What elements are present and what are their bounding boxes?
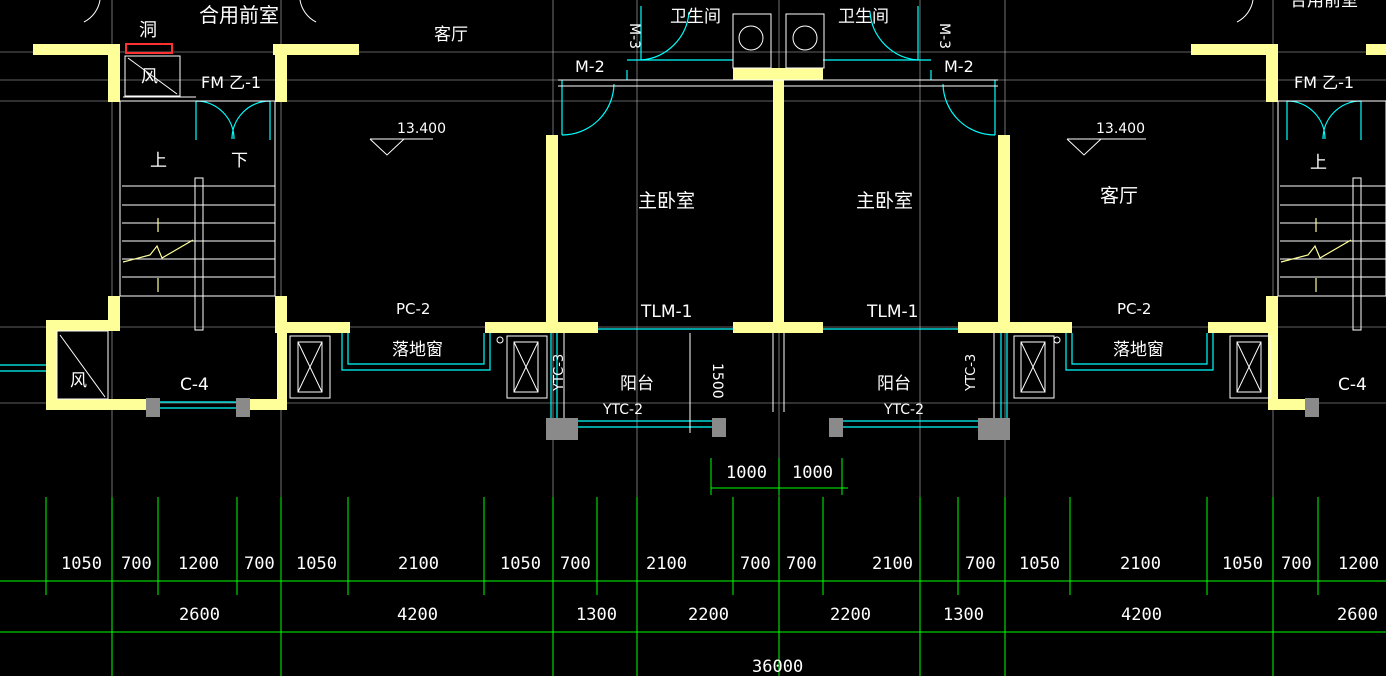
dim-row2-2: 1300 xyxy=(576,605,617,625)
dim-row1-17: 1200 xyxy=(1338,554,1379,574)
label-bathroom-left: 卫生间 xyxy=(670,7,721,27)
dim-total: 36000 xyxy=(752,657,803,676)
hole-marker xyxy=(125,43,173,54)
label-stair-up-left: 上 xyxy=(150,151,167,171)
dim-balcony-1: 1000 xyxy=(726,463,767,483)
dim-row1-9: 700 xyxy=(740,554,771,574)
label-bathroom-right: 卫生间 xyxy=(838,7,889,27)
label-ytc3-left: YTC-3 xyxy=(552,354,567,392)
dim-row1-11: 2100 xyxy=(872,554,913,574)
label-floor-window-right: 落地窗 xyxy=(1113,340,1164,360)
label-balcony-right: 阳台 xyxy=(877,374,911,394)
dim-row1-6: 1050 xyxy=(500,554,541,574)
label-anteroom: 合用前室 xyxy=(199,3,279,27)
interior-lines xyxy=(56,0,1386,433)
label-tlm1-left: TLM-1 xyxy=(640,302,692,322)
label-m3-left: M-3 xyxy=(626,23,642,49)
dim-row1-16: 700 xyxy=(1281,554,1312,574)
label-wind-bottom: 风 xyxy=(70,371,87,391)
dim-row1-8: 2100 xyxy=(646,554,687,574)
dim-row1-7: 700 xyxy=(560,554,591,574)
dim-row1-15: 1050 xyxy=(1222,554,1263,574)
label-elevation-left: 13.400 xyxy=(397,121,446,137)
label-ytc2-right: YTC-2 xyxy=(883,402,924,418)
dim-row1-3: 700 xyxy=(244,554,275,574)
dim-row1-14: 2100 xyxy=(1120,554,1161,574)
dim-row1-2: 1200 xyxy=(178,554,219,574)
label-floor-window-left: 落地窗 xyxy=(392,340,443,360)
dim-row1-4: 1050 xyxy=(296,554,337,574)
label-tlm1-right: TLM-1 xyxy=(866,302,918,322)
dim-row2-0: 2600 xyxy=(179,605,220,625)
label-hole: 洞 xyxy=(139,20,157,41)
dim-row1-5: 2100 xyxy=(398,554,439,574)
label-anteroom-right: 合用前室 xyxy=(1290,0,1358,11)
label-ytc3-right: YTC-3 xyxy=(964,354,979,392)
label-master-bed-left: 主卧室 xyxy=(638,190,695,212)
dim-balcony-2: 1000 xyxy=(792,463,833,483)
label-pc2-left: PC-2 xyxy=(396,300,430,318)
label-elevation-right: 13.400 xyxy=(1096,121,1145,137)
label-c4-right: C-4 xyxy=(1338,375,1367,395)
dim-row2-7: 2600 xyxy=(1337,605,1378,625)
label-living-top: 客厅 xyxy=(434,25,468,45)
label-pc2-right: PC-2 xyxy=(1117,300,1151,318)
walls xyxy=(33,44,1386,410)
component-labels: FM 乙-1 FM 乙-1 M-2 M-2 M-3 M-3 13.400 13.… xyxy=(180,23,1367,418)
label-m3-right: M-3 xyxy=(936,23,952,49)
room-labels: 合用前室 洞 客厅 卫生间 卫生间 风 上 下 主卧室 主卧室 客厅 上 风 阳… xyxy=(70,0,1358,394)
dim-row1-1: 700 xyxy=(121,554,152,574)
dim-row2-3: 2200 xyxy=(688,605,729,625)
label-master-bed-right: 主卧室 xyxy=(856,190,913,212)
label-ytc2-left: YTC-2 xyxy=(602,402,643,418)
dim-row2-5: 1300 xyxy=(943,605,984,625)
dim-row1-12: 700 xyxy=(965,554,996,574)
columns xyxy=(146,398,1319,440)
dimension-lines xyxy=(0,458,1386,676)
dim-row2-6: 4200 xyxy=(1121,605,1162,625)
dimension-texts: 1000 1000 1050 700 1200 700 1050 2100 10… xyxy=(61,463,1379,676)
dim-row2-4: 2200 xyxy=(830,605,871,625)
label-fm-right: FM 乙-1 xyxy=(1294,73,1354,92)
dim-row1-0: 1050 xyxy=(61,554,102,574)
label-stair-up-right: 上 xyxy=(1310,153,1327,173)
stair-break-lines xyxy=(122,218,1352,292)
label-m2-right: M-2 xyxy=(944,57,974,76)
label-balcony-left: 阳台 xyxy=(620,374,654,394)
label-balcony-depth: 1500 xyxy=(709,363,725,399)
openings xyxy=(0,6,1362,428)
label-wind-top: 风 xyxy=(141,67,158,87)
label-m2-left: M-2 xyxy=(575,57,605,76)
label-stair-down-left: 下 xyxy=(231,151,248,171)
dim-row1-10: 700 xyxy=(786,554,817,574)
label-c4-left: C-4 xyxy=(180,375,209,395)
label-living-right: 客厅 xyxy=(1100,185,1138,207)
dim-row1-13: 1050 xyxy=(1019,554,1060,574)
label-fm-left: FM 乙-1 xyxy=(201,73,261,92)
dim-row2-1: 4200 xyxy=(397,605,438,625)
